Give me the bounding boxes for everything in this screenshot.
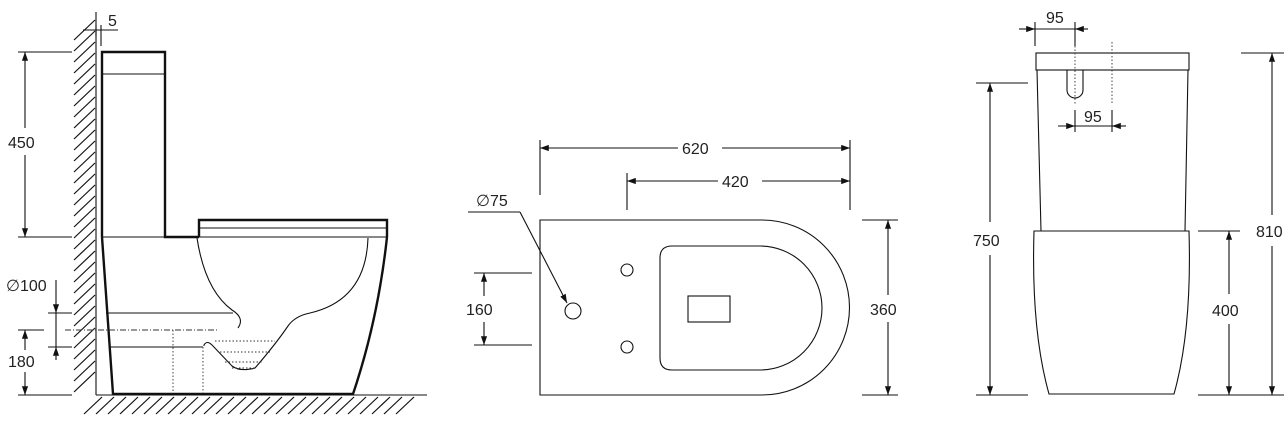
dim-fixing-length: 420 [722,174,749,191]
hatch-line [251,396,271,415]
hatch-line [73,195,96,217]
hatch-line [107,396,127,415]
hatch-line [167,396,187,415]
pan-body-back [1033,230,1190,395]
bowl-opening [659,245,823,371]
leader-line [519,211,568,304]
dim-fixing-spacing: 160 [466,302,493,319]
back-view: 95 95 750 810 400 [973,10,1284,396]
hatch-line [73,228,96,250]
dim-total-height: 810 [1256,224,1283,241]
dim-inlet-spacing: 95 [1084,109,1102,126]
cistern-body [1036,69,1189,232]
hatch-line [73,140,96,162]
hatch-line [73,74,96,96]
hatch-line [73,239,96,261]
hatch-line [371,396,391,415]
hatch-line [227,396,247,415]
hatch-line [179,396,199,415]
top-view: ∅75 620 420 360 160 [466,140,898,396]
hatch-line [73,338,96,360]
hatch-line [73,305,96,327]
hatch-line [73,162,96,184]
hatch-line [73,294,96,316]
dim-inlet-height: 750 [973,233,1000,250]
hatch-line [73,173,96,195]
hatch-line [383,396,403,415]
bowl-front-curve [196,237,241,329]
hatch-line [395,396,415,415]
hatch-line [73,283,96,305]
dim-total-length: 620 [682,141,709,158]
hatch-line [191,396,211,415]
cistern-lid [1035,52,1190,71]
hatch-line [73,272,96,294]
floor-hatching [83,396,415,415]
hatch-line [73,52,96,74]
hatch-line [263,396,283,415]
hatch-line [73,96,96,118]
hatch-line [119,396,139,415]
hatch-line [73,349,96,371]
hatch-line [131,396,151,415]
hatch-line [73,85,96,107]
inlet-hole [564,302,582,320]
hatch-line [73,371,96,393]
hatch-line [275,396,295,415]
hatch-line [347,396,367,415]
dim-wall-gap: 5 [108,13,117,30]
pan-top-outline [539,219,851,396]
hatch-line [73,261,96,283]
hatch-line [203,396,223,415]
hatch-line [73,327,96,349]
hatch-line [73,41,96,63]
cistern-outline [100,50,199,239]
hatch-line [73,184,96,206]
hatch-line [155,396,175,415]
hatch-line [359,396,379,415]
inlet-slot [1066,70,1084,99]
hatch-line [73,30,96,52]
trap-curve [203,237,369,371]
hatch-line [299,396,319,415]
dim-seat-height: 400 [1212,303,1239,320]
hatch-line [335,396,355,415]
dim-inlet-offset: 95 [1046,10,1064,27]
hatch-line [73,360,96,382]
hatch-line [73,316,96,338]
wall-hatching [73,19,96,393]
hatch-line [311,396,331,415]
hatch-line [73,151,96,173]
side-view: 5 450 ∅100 180 [6,12,427,415]
hatch-line [73,118,96,140]
fixing-hole [620,263,634,277]
hatch-line [239,396,259,415]
dim-outlet-height: 180 [8,354,35,371]
hatch-line [73,63,96,85]
hatch-line [73,107,96,129]
dim-tank-height: 450 [8,135,35,152]
hatch-line [323,396,343,415]
hatch-line [73,250,96,272]
fixing-hole [620,340,634,354]
flush-recess [687,295,731,323]
hatch-line [95,396,115,415]
hatch-line [73,129,96,151]
hatch-line [83,396,103,415]
hatch-line [287,396,307,415]
dim-outlet-diameter: ∅100 [6,278,47,295]
hatch-line [73,206,96,228]
pan-body-outline [100,236,389,396]
hatch-line [73,217,96,239]
hatch-line [143,396,163,415]
dim-hole-diameter: ∅75 [476,193,508,210]
dim-width: 360 [870,302,897,319]
hatch-line [215,396,235,415]
